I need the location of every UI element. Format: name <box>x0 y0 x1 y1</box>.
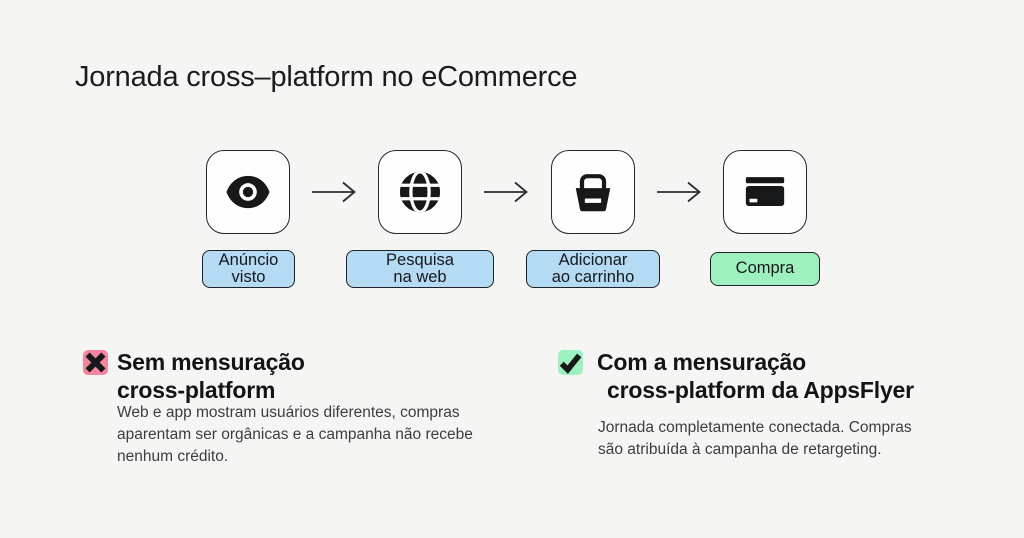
label-add-to-cart: Adicionar ao carrinho <box>526 250 660 288</box>
step-box-web-search <box>378 150 462 234</box>
heading-line: cross-platform <box>117 377 276 403</box>
credit-card-icon <box>742 169 788 215</box>
body-line: Jornada completamente conectada. Compras <box>598 419 912 436</box>
step-box-purchase <box>723 150 807 234</box>
label-line: Adicionar <box>558 250 628 269</box>
without-measurement-body: Web e app mostram usuários diferentes, c… <box>117 402 473 468</box>
body-line: aparentam ser orgânicas e a campanha não… <box>117 426 473 443</box>
with-measurement-heading: Com a mensuração cross-platform da AppsF… <box>597 348 914 404</box>
globe-icon <box>397 169 443 215</box>
check-icon <box>558 350 583 375</box>
body-line: nenhum crédito. <box>117 448 229 465</box>
heading-line: cross-platform da AppsFlyer <box>607 377 914 403</box>
page-title: Jornada cross–platform no eCommerce <box>75 61 578 93</box>
label-purchase: Compra <box>710 252 820 286</box>
step-box-ad-viewed <box>206 150 290 234</box>
label-line: Pesquisa <box>386 250 454 269</box>
label-line: na web <box>393 268 447 286</box>
arrow-right-icon <box>656 178 702 206</box>
label-web-search: Pesquisa na web <box>346 250 494 288</box>
body-line: são atribuída à campanha de retargeting. <box>598 441 882 458</box>
body-line: Web e app mostram usuários diferentes, c… <box>117 404 460 421</box>
step-box-add-to-cart <box>551 150 635 234</box>
eye-icon <box>225 169 271 215</box>
without-measurement-heading: Sem mensuração cross-platform <box>117 348 305 404</box>
label-line: Anúncio <box>218 250 279 269</box>
heading-line: Sem mensuração <box>117 349 305 375</box>
basket-icon <box>570 169 616 215</box>
heading-line: Com a mensuração <box>597 349 806 375</box>
with-measurement-body: Jornada completamente conectada. Compras… <box>598 417 912 461</box>
label-line: visto <box>231 268 266 286</box>
arrow-right-icon <box>311 178 357 206</box>
x-icon <box>83 350 108 375</box>
label-line: Compra <box>735 259 795 278</box>
arrow-right-icon <box>483 178 529 206</box>
label-ad-viewed: Anúncio visto <box>202 250 295 288</box>
label-line: ao carrinho <box>551 268 635 286</box>
